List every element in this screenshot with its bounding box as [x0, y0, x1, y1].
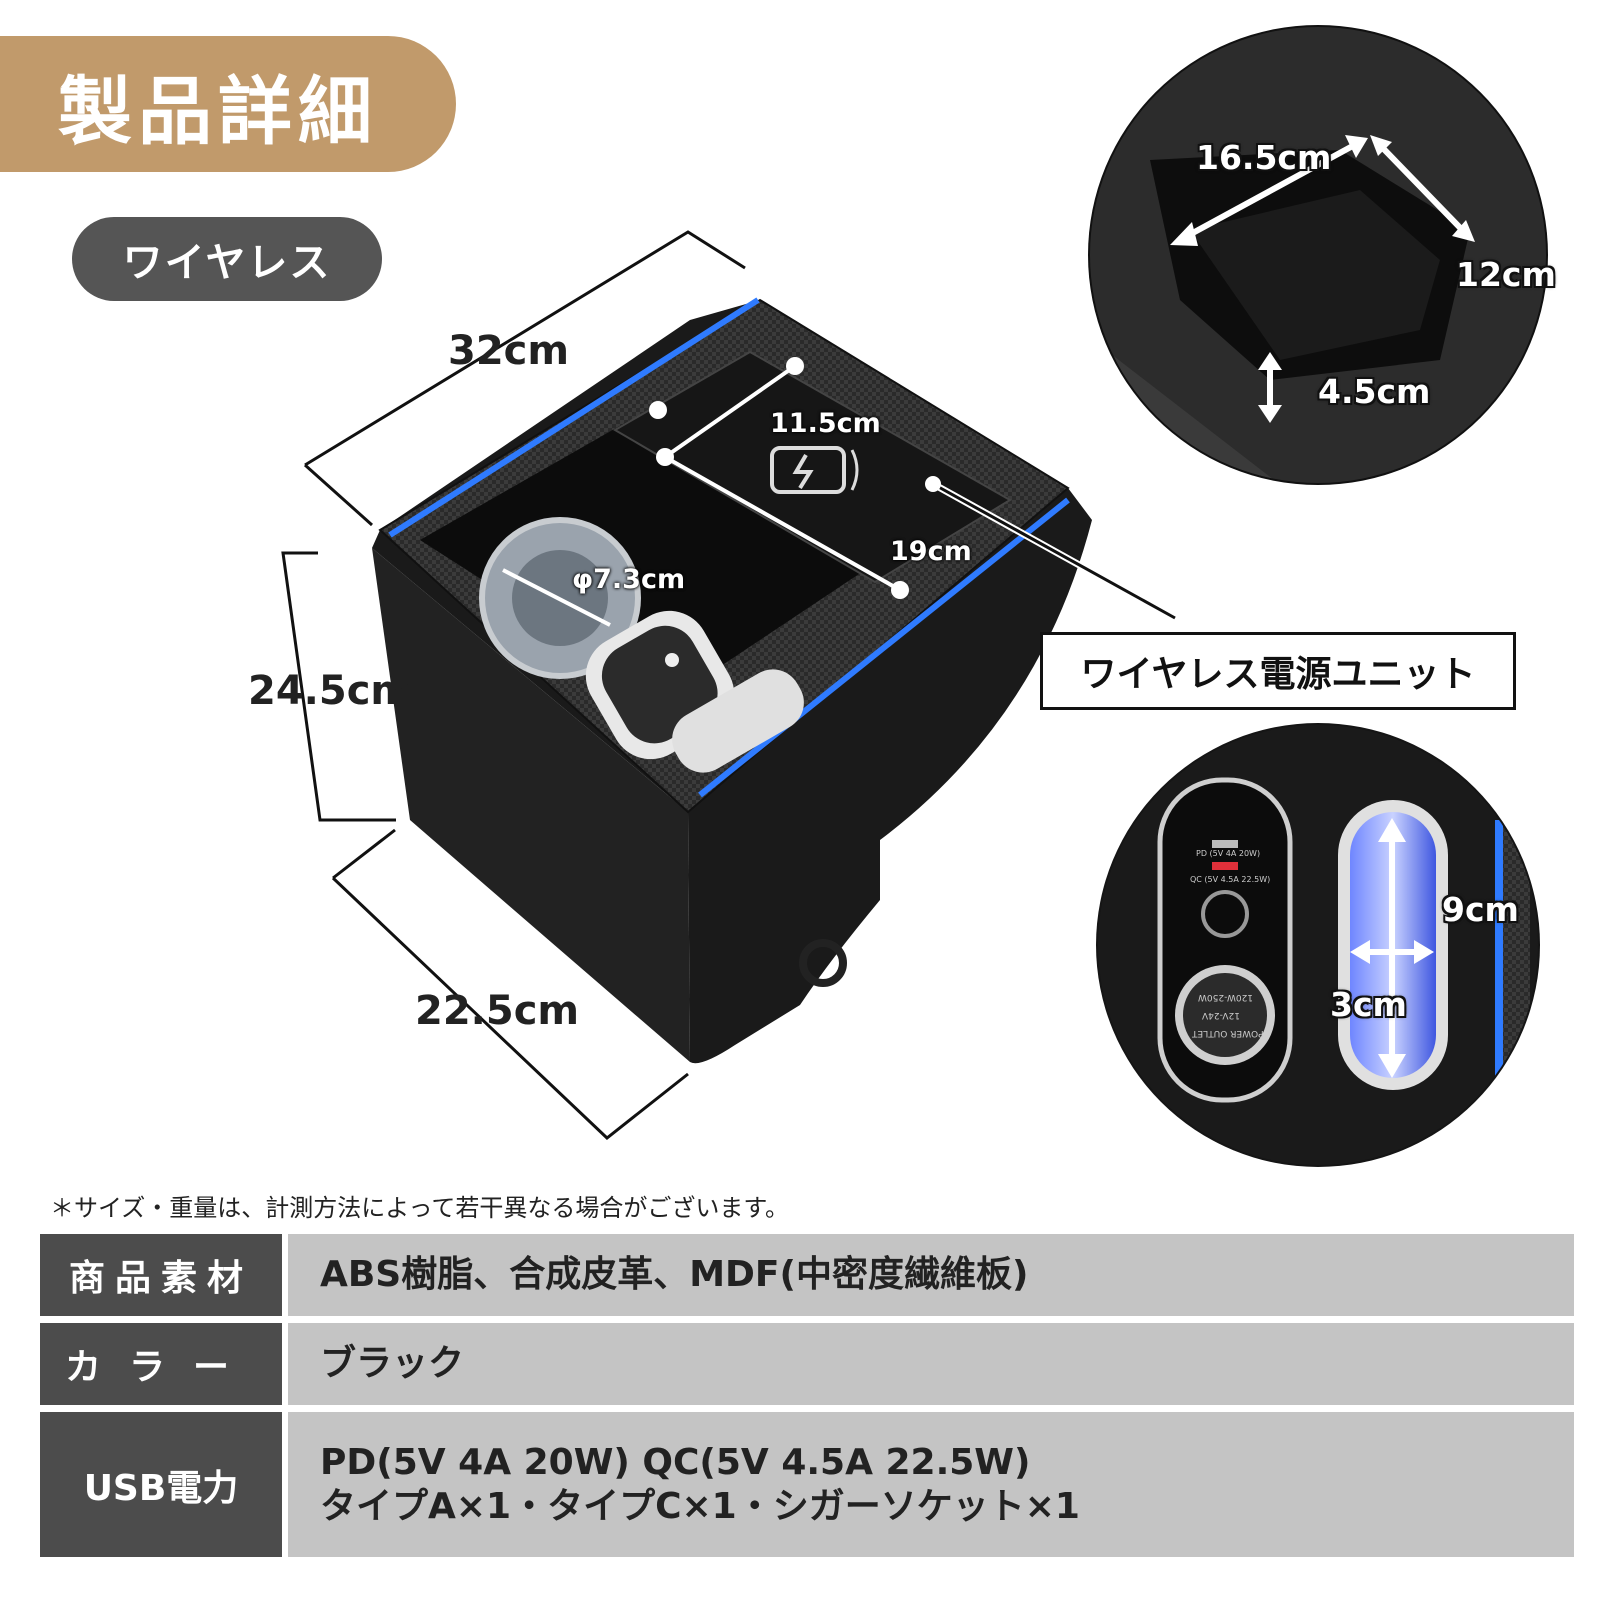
dimension-lines [281, 230, 746, 1140]
spec-row-color: カラー ブラック [40, 1323, 1574, 1405]
pad-measure-lines [502, 364, 901, 627]
storage-width-label: 12cm [1456, 255, 1556, 294]
socket-voltage-text: 12V-24V [1202, 1010, 1240, 1020]
console-body [372, 297, 1177, 1064]
spec-value: ブラック [288, 1323, 1574, 1405]
spec-key: カラー [40, 1323, 282, 1405]
port-detail-circle [1096, 723, 1540, 1167]
spec-value-text: ABS樹脂、合成皮革、MDF(中密度繊維板) [320, 1254, 1029, 1296]
measurement-note: ＊サイズ・重量は、計測方法によって若干異なる場合がございます。 [50, 1194, 789, 1222]
wireless-unit-label: ワイヤレス電源ユニット [1040, 632, 1516, 710]
page-title: 製品詳細 [58, 69, 378, 155]
spec-value-line2: タイプA×1・タイプC×1・シガーソケット×1 [320, 1485, 1080, 1527]
pd-port-text: PD (5V 4A 20W) [1196, 849, 1261, 858]
spec-value: ABS樹脂、合成皮革、MDF(中密度繊維板) [288, 1234, 1574, 1316]
width-label: 32cm [448, 328, 570, 374]
spec-row-material: 商品素材 ABS樹脂、合成皮革、MDF(中密度繊維板) [40, 1234, 1574, 1316]
storage-depth-label: 4.5cm [1318, 372, 1431, 411]
slot-height-label: 9cm [1442, 890, 1519, 929]
cup-diameter-label: φ7.3cm [572, 564, 686, 595]
title-band [0, 36, 456, 172]
storage-detail-circle [1088, 25, 1548, 485]
socket-outlet-text: POWER OUTLET [1192, 1028, 1264, 1038]
spec-key: USB電力 [40, 1412, 282, 1557]
spec-value-text: ブラック [320, 1343, 465, 1385]
wireless-charge-icon [770, 446, 846, 494]
pad-width-label: 11.5cm [770, 408, 881, 439]
spec-row-usb-power: USB電力 PD(5V 4A 20W) QC(5V 4.5A 22.5W) タイ… [40, 1412, 1574, 1557]
slot-width-label: 3cm [1330, 985, 1407, 1024]
spec-key: 商品素材 [40, 1234, 282, 1316]
qc-port-text: QC (5V 4.5A 22.5W) [1190, 875, 1271, 884]
height-label: 24.5cm [248, 668, 413, 714]
wireless-badge: ワイヤレス [72, 217, 382, 301]
spec-value-line1: PD(5V 4A 20W) QC(5V 4.5A 22.5W) [320, 1441, 1031, 1483]
depth-label: 22.5cm [415, 988, 580, 1034]
socket-power-text: 120W-250W [1198, 992, 1254, 1002]
storage-length-label: 16.5cm [1196, 138, 1332, 177]
spec-value: PD(5V 4A 20W) QC(5V 4.5A 22.5W) タイプA×1・タ… [288, 1412, 1574, 1557]
pad-length-label: 19cm [890, 536, 972, 567]
